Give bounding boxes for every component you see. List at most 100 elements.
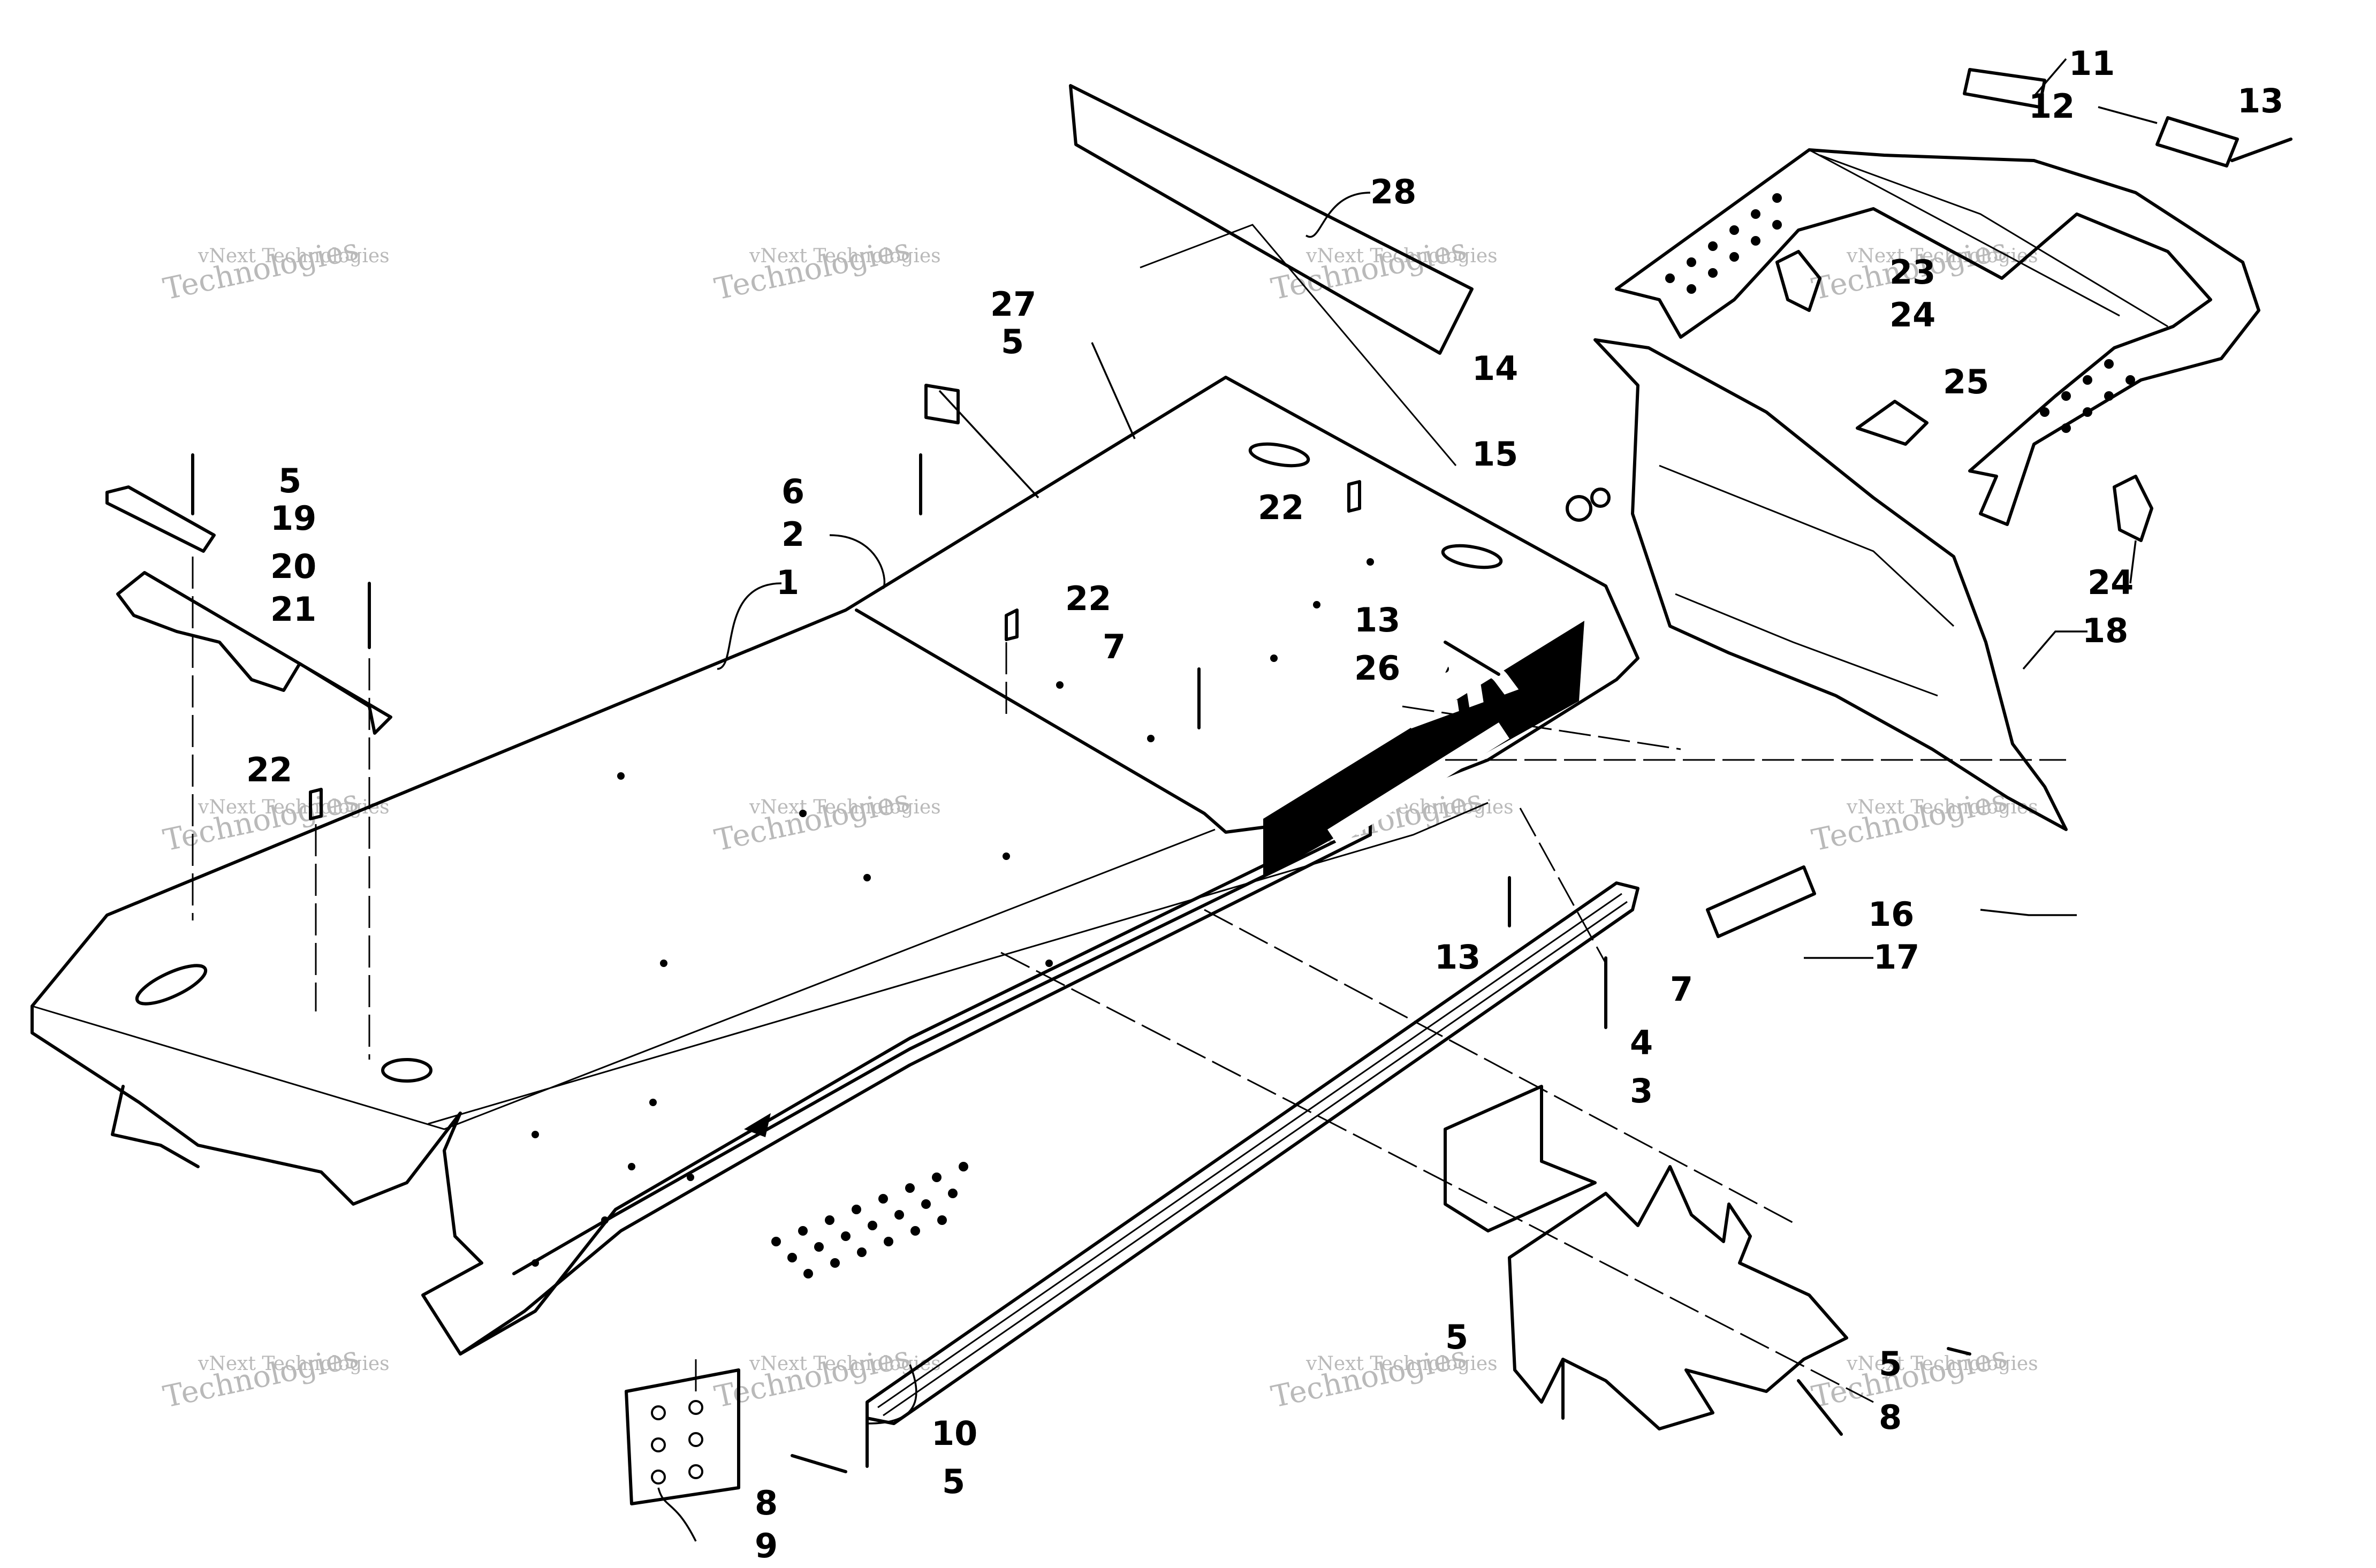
watermark: vNext Technologies Technologies [711,232,940,307]
callout-13: 13 [1354,600,1400,640]
bushing-22a [1005,608,1019,641]
callout-22: 22 [1258,488,1304,527]
leader-16 [1980,909,2077,916]
plate-19 [105,485,216,553]
tunnel-side-crease [32,802,1489,1130]
watermark-big: Technologies [1809,1339,2010,1415]
callout-13: 13 [1434,938,1481,977]
watermark-line: vNext Technologies [1846,796,2038,818]
callout-19: 19 [270,499,316,538]
zr-decal: ZR [1263,618,1584,878]
watermark-line: vNext Technologies [198,796,390,818]
callout-18: 18 [2082,611,2128,650]
watermarks: vNext Technologies Technologies vNext Te… [160,232,2038,1415]
watermark-line: vNext Technologies [1305,245,1498,267]
bushing-22c [309,788,323,820]
callout-1: 1 [776,563,799,602]
bracket-4 [1444,1085,1597,1232]
callout-5: 5 [1879,1344,1902,1383]
watermark: vNext Technologies Technologies [160,232,389,307]
callout-7: 7 [1670,970,1693,1009]
bracket-21 [116,571,392,735]
slide-rail [866,881,1639,1425]
bumper-outline [1615,148,2260,526]
callout-2: 2 [781,515,804,554]
watermark-big: Technologies [711,783,913,858]
callout-17: 17 [1873,938,1919,977]
leader-1 [717,582,782,670]
watermark: vNext Technologies Technologies [711,783,940,858]
watermark-line: vNext Technologies [198,245,390,267]
tunnel-top-slot [1248,442,1310,468]
watermark-big: Technologies [1809,783,2010,858]
rear-flap [1593,338,2068,831]
clip-25 [1856,400,1929,446]
callout-8: 8 [1879,1398,1902,1437]
reflector-11 [1963,68,2046,109]
callout-8: 8 [755,1483,778,1523]
callout-16: 16 [1868,895,1914,934]
rail-groove [877,893,1628,1417]
callout-5: 5 [278,461,301,500]
leader-12 [2098,106,2158,124]
callout-25: 25 [1943,362,1989,401]
flap-outline [1593,338,2068,831]
watermark-line: vNext Technologies [1846,245,2038,267]
tunnel-top-slot [1441,544,1503,569]
callout-15: 15 [1472,435,1518,474]
watermark: vNext Technologies Technologies [711,1339,940,1415]
callout-5: 5 [1001,322,1024,361]
bracket-9-holes [651,1400,703,1485]
watermark-big: Technologies [160,232,361,307]
watermark-line: vNext Technologies [749,1353,941,1375]
guide-line [1000,952,1874,1403]
callout-21: 21 [270,590,316,629]
watermark-line: vNext Technologies [198,1353,390,1375]
bolt-13b [1444,641,1500,676]
arrow-marker [744,1113,771,1137]
callout-26: 26 [1354,649,1400,688]
callout-6: 6 [781,472,804,511]
callout-20: 20 [270,547,316,586]
washer-15 [1566,495,1592,522]
brackets [105,485,1848,1505]
vent-holes [532,558,1449,1278]
bracket-9 [625,1368,740,1505]
panel-28-line [1140,224,1457,466]
watermark-big: Technologies [160,1339,361,1415]
bolt-8a [791,1454,847,1473]
callout-24: 24 [2087,563,2134,602]
leader-28 [1305,192,1371,238]
bumper-grip-holes [1665,193,2135,433]
watermark-big: Technologies [711,232,913,307]
callout-22: 22 [1065,579,1111,618]
bushing-22b [1347,480,1361,513]
flap-crease [1659,465,1955,697]
bumper-inner-line [1809,149,2168,328]
clip-24 [2113,475,2153,542]
rail-outline [866,881,1639,1425]
reflector-12 [2155,116,2239,168]
callout-27: 27 [990,285,1036,324]
guide-lines [192,557,2066,1403]
bolt-8b [1797,1379,1843,1436]
watermark-line: vNext Technologies [1305,1353,1498,1375]
tunnel-slot [135,964,208,1006]
callout-12: 12 [2029,87,2075,126]
callout-4: 4 [1630,1023,1653,1062]
callout-11: 11 [2069,44,2115,83]
callout-13: 13 [2237,81,2283,120]
tunnel-round-hole [381,1058,432,1083]
leader-9 [657,1487,697,1542]
leader-24 [2129,540,2137,584]
decal-27 [924,384,960,424]
leader-10 [867,1364,917,1425]
guide-line [1519,808,1607,964]
watermark-line: vNext Technologies [749,245,941,267]
decal-shape [1263,621,1584,878]
rear-bumper [1615,68,2260,542]
watermark: vNext Technologies Technologies [1809,1339,2038,1415]
bolt-13a [2230,138,2293,162]
decal-stripe [1327,722,1509,846]
